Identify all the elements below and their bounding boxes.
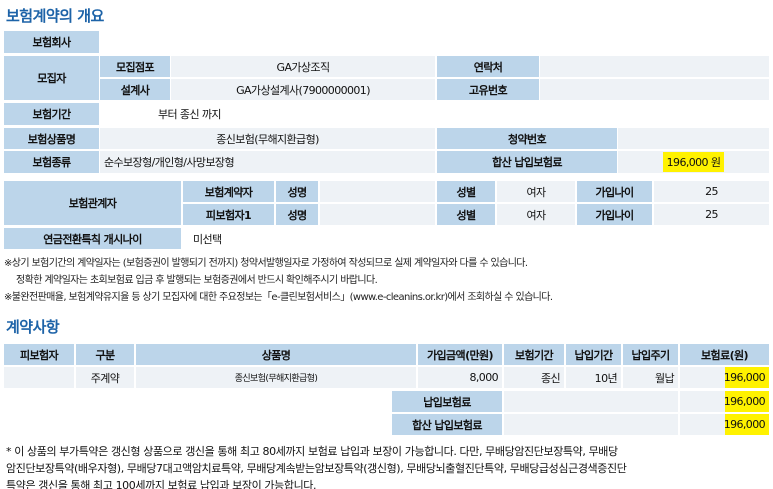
total-premium-value: 196,000 원	[662, 152, 725, 172]
contact-label: 연락처	[437, 56, 539, 77]
overview-section-title: 보험계약의 개요	[6, 7, 104, 25]
row-product: 종신보험(무해지환급형)	[136, 367, 416, 388]
insured-gender: 여자	[497, 204, 575, 225]
total-premium-cell: 196,000 원	[618, 151, 769, 173]
col-kind: 구분	[76, 344, 134, 365]
row-cycle: 월납	[623, 367, 678, 388]
insured-label: 피보험자1	[183, 204, 274, 225]
subscription-label: 청약번호	[437, 128, 617, 149]
paid-highlight	[725, 391, 769, 412]
policyholder-label: 보험계약자	[183, 181, 274, 202]
policyholder-age-label: 가입나이	[577, 181, 652, 202]
designer-label: 설계사	[100, 79, 170, 100]
policyholder-age: 25	[654, 181, 769, 202]
id-value	[540, 79, 769, 100]
row-insured	[4, 367, 74, 388]
type-label: 보험종류	[4, 151, 99, 173]
insurer-value	[100, 31, 769, 53]
total-highlight	[725, 414, 769, 435]
col-product: 상품명	[136, 344, 416, 365]
row-pay-period: 10년	[566, 367, 621, 388]
period-value: 부터 종신 까지	[100, 103, 769, 125]
product-value: 종신보험(무해지환급형)	[100, 128, 435, 149]
annuity-value: 미선택	[183, 228, 769, 249]
row-premium-highlight	[725, 367, 769, 388]
paid-value: 196,000	[723, 395, 766, 408]
paid-label: 납입보험료	[392, 391, 502, 412]
product-label: 보험상품명	[4, 128, 99, 149]
insured-age: 25	[654, 204, 769, 225]
contract-total-value-cell: 196,000	[680, 414, 769, 435]
type-value: 순수보장형/개인형/사망보장형	[100, 151, 435, 173]
parties-label: 보험관계자	[4, 181, 181, 225]
paid-value-cell: 196,000	[680, 391, 769, 412]
branch-label: 모집점포	[100, 56, 170, 77]
col-amount: 가입금액(만원)	[418, 344, 502, 365]
subscription-value	[618, 128, 769, 149]
col-period: 보험기간	[504, 344, 564, 365]
branch-value: GA가상조직	[171, 56, 435, 77]
policyholder-gender-label: 성별	[437, 181, 495, 202]
contract-total-label: 합산 납입보험료	[392, 414, 502, 435]
policyholder-name	[320, 181, 435, 202]
insured-name-label: 성명	[276, 204, 318, 225]
contract-total-value: 196,000	[723, 418, 766, 431]
designer-value: GA가상설계사(7900000001)	[171, 79, 435, 100]
total-filler	[504, 414, 678, 435]
total-premium-label: 합산 납입보험료	[437, 151, 617, 173]
insured-age-label: 가입나이	[577, 204, 652, 225]
footnote-1: * 이 상품의 부가특약은 갱신형 상품으로 갱신을 통해 최고 80세까지 보…	[6, 445, 618, 458]
row-kind: 주계약	[76, 367, 134, 388]
note-1: ※상기 보험기간의 계약일자는 (보험증권이 발행되기 전까지) 청약서발행일자…	[4, 258, 528, 269]
footnote-3: 특약은 갱신을 통해 최고 100세까지 보험료 납입과 보장이 가능합니다.	[6, 479, 317, 489]
row-amount: 8,000	[418, 367, 502, 388]
contract-section-title: 계약사항	[6, 318, 60, 336]
col-cycle: 납입주기	[623, 344, 678, 365]
row-period: 종신	[504, 367, 564, 388]
recruiter-label: 모집자	[4, 56, 99, 100]
contact-value	[540, 56, 769, 77]
note-2: 정확한 계약일자는 초회보험료 입금 후 발행되는 보험증권에서 반드시 확인해…	[16, 275, 378, 286]
row-premium-cell: 196,000	[680, 367, 769, 388]
paid-filler	[504, 391, 678, 412]
footnote-2: 암진단보장특약(배우자형), 무배당7대고액암치료특약, 무배당계속받는암보장특…	[6, 462, 627, 475]
row-premium: 196,000	[723, 371, 766, 384]
insured-gender-label: 성별	[437, 204, 495, 225]
col-insured: 피보험자	[4, 344, 74, 365]
insured-name	[320, 204, 435, 225]
id-label: 고유번호	[437, 79, 539, 100]
policyholder-name-label: 성명	[276, 181, 318, 202]
insurer-label: 보험회사	[4, 31, 99, 53]
col-premium: 보험료(원)	[680, 344, 769, 365]
annuity-label: 연금전환특칙 개시나이	[4, 228, 181, 249]
note-3: ※불완전판매율, 보험계약유지율 등 상기 모집자에 대한 주요정보는「e-클린…	[4, 292, 553, 303]
period-label: 보험기간	[4, 103, 99, 125]
col-pay-period: 납입기간	[566, 344, 621, 365]
policyholder-gender: 여자	[497, 181, 575, 202]
